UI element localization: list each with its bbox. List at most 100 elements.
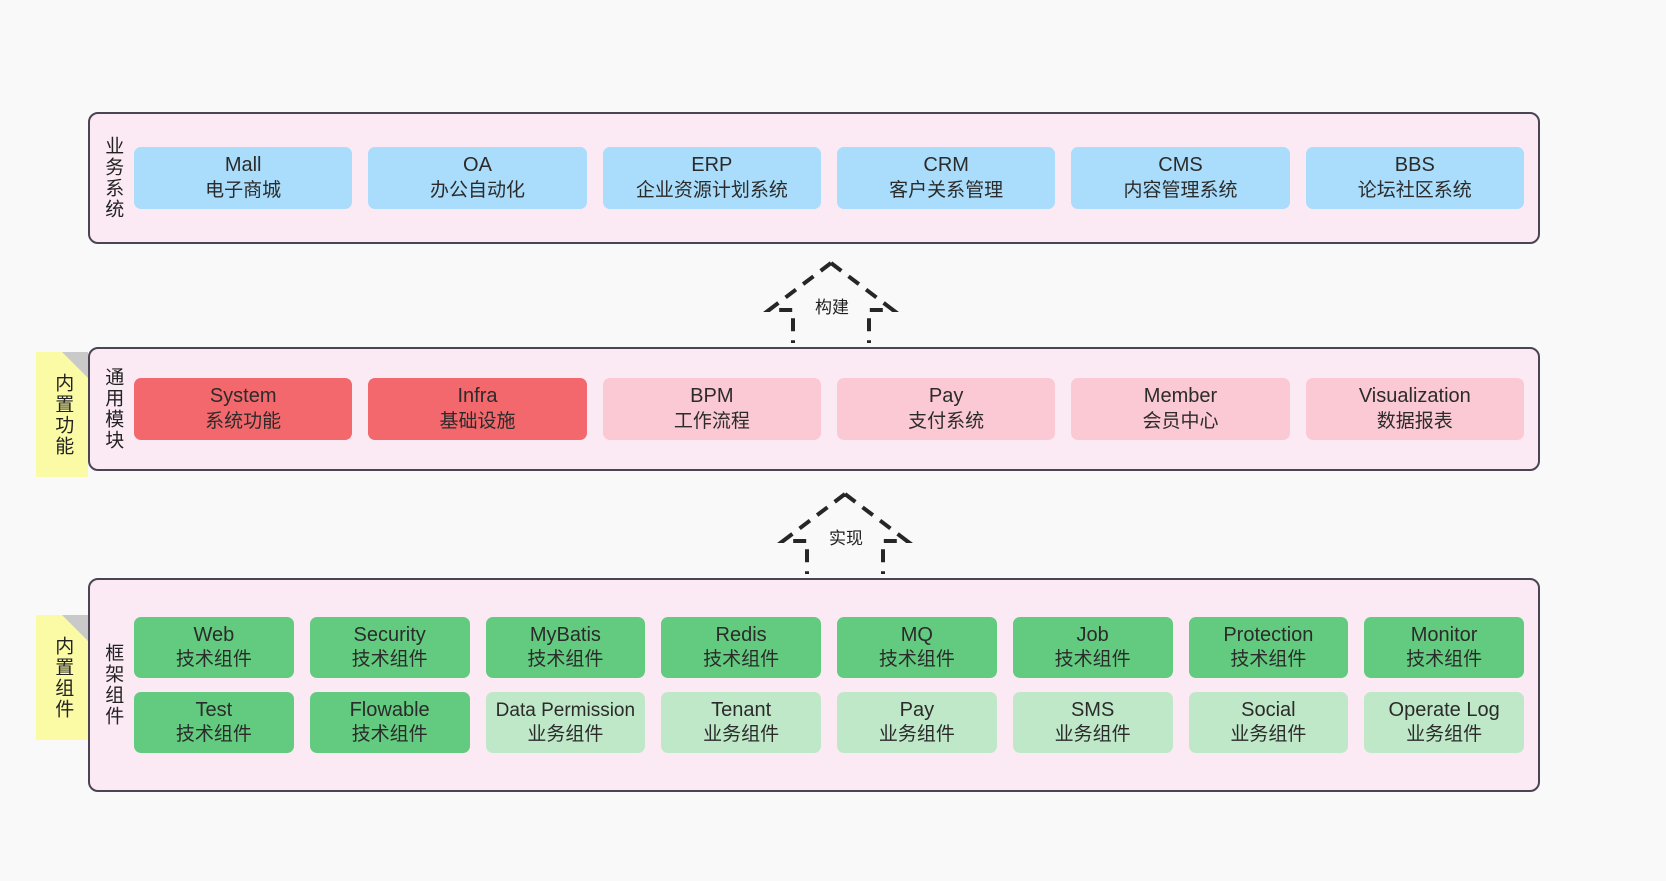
card-title: Flowable [349, 699, 430, 721]
card-subtitle: 业务组件 [1054, 724, 1131, 746]
card-tenant[interactable]: Tenant 业务组件 [661, 692, 821, 754]
arrow-build-label: 构建 [812, 293, 852, 318]
card-member[interactable]: Member 会员中心 [1071, 378, 1290, 440]
card-system[interactable]: System 系统功能 [134, 378, 353, 440]
card-monitor[interactable]: Monitor 技术组件 [1364, 616, 1524, 678]
card-title: ERP [691, 154, 733, 177]
card-test[interactable]: Test 技术组件 [134, 692, 294, 754]
card-row: System 系统功能 Infra 基础设施 BPM 工作流程 Pay 支付系统… [134, 378, 1524, 440]
card-subtitle: 数据报表 [1376, 410, 1453, 432]
card-title: CMS [1158, 154, 1203, 177]
card-subtitle: 技术组件 [175, 724, 252, 746]
card-title: System [209, 385, 277, 408]
card-title: Pay [928, 385, 964, 408]
card-mq[interactable]: MQ 技术组件 [837, 616, 997, 678]
arrow-implement-shape [777, 492, 913, 574]
card-subtitle: 技术组件 [878, 649, 955, 671]
card-mybatis[interactable]: MyBatis 技术组件 [485, 616, 646, 678]
card-subtitle: 技术组件 [1054, 649, 1131, 671]
card-subtitle: 技术组件 [1406, 649, 1483, 671]
layer-body-common: System 系统功能 Infra 基础设施 BPM 工作流程 Pay 支付系统… [134, 349, 1538, 469]
card-title: Infra [457, 385, 498, 408]
card-sms[interactable]: SMS 业务组件 [1012, 692, 1173, 754]
generalization-arrow-implement [770, 488, 920, 578]
card-subtitle: 技术组件 [175, 649, 252, 671]
card-operate-log[interactable]: Operate Log 业务组件 [1364, 692, 1524, 754]
card-title: BBS [1394, 154, 1435, 177]
card-bbs[interactable]: BBS 论坛社区系统 [1305, 147, 1524, 209]
layer-common-modules: 通用模块 System 系统功能 Infra 基础设施 BPM 工作流程 Pay… [88, 347, 1540, 471]
card-title: Data Permission [495, 699, 636, 721]
card-title: Test [195, 699, 233, 721]
card-subtitle: 技术组件 [1230, 649, 1307, 671]
card-cms[interactable]: CMS 内容管理系统 [1071, 147, 1290, 209]
card-title: Security [353, 623, 426, 646]
layer-framework-components: 框架组件 Web 技术组件 Security 技术组件 MyBatis 技术组件… [88, 578, 1540, 792]
card-subtitle: 工作流程 [673, 410, 750, 432]
card-subtitle: 技术组件 [351, 649, 428, 671]
card-subtitle: 会员中心 [1142, 410, 1219, 432]
card-subtitle: 内容管理系统 [1123, 179, 1238, 201]
card-subtitle: 技术组件 [703, 649, 780, 671]
layer-title-business: 业务系统 [102, 136, 124, 220]
arrow-build-shape [763, 261, 899, 343]
card-title: MyBatis [529, 623, 601, 646]
card-flowable[interactable]: Flowable 技术组件 [309, 692, 470, 754]
card-row: Web 技术组件 Security 技术组件 MyBatis 技术组件 Redi… [134, 616, 1524, 678]
card-title: CRM [923, 154, 969, 177]
sticky-note-builtin-features: 内置功能 [36, 352, 88, 477]
card-title: Job [1076, 623, 1109, 646]
card-title: SMS [1070, 699, 1115, 721]
card-protection[interactable]: Protection 技术组件 [1188, 616, 1349, 678]
card-pay-business[interactable]: Pay 业务组件 [837, 692, 997, 754]
card-title: MQ [900, 623, 933, 646]
generalization-arrow-build [756, 257, 906, 347]
card-social[interactable]: Social 业务组件 [1188, 692, 1349, 754]
card-subtitle: 技术组件 [527, 649, 604, 671]
sticky-note-text: 内置组件 [52, 635, 74, 720]
layer-body-framework: Web 技术组件 Security 技术组件 MyBatis 技术组件 Redi… [134, 580, 1538, 790]
card-subtitle: 论坛社区系统 [1357, 179, 1472, 201]
card-oa[interactable]: OA 办公自动化 [368, 147, 587, 209]
card-subtitle: 技术组件 [351, 724, 428, 746]
card-subtitle: 电子商城 [205, 179, 282, 201]
card-redis[interactable]: Redis 技术组件 [661, 616, 821, 678]
card-bpm[interactable]: BPM 工作流程 [602, 378, 821, 440]
card-title: Mall [224, 154, 262, 177]
sticky-note-builtin-components: 内置组件 [36, 615, 88, 740]
card-data-permission[interactable]: Data Permission 业务组件 [485, 692, 646, 754]
card-title: Operate Log [1388, 699, 1500, 721]
card-subtitle: 业务组件 [527, 723, 604, 745]
card-title: Web [193, 623, 235, 646]
card-crm[interactable]: CRM 客户关系管理 [836, 147, 1056, 209]
card-mall[interactable]: Mall 电子商城 [134, 147, 353, 209]
card-title: Member [1143, 385, 1218, 408]
card-erp[interactable]: ERP 企业资源计划系统 [602, 147, 821, 209]
card-title: OA [463, 154, 492, 177]
layer-business-systems: 业务系统 Mall 电子商城 OA 办公自动化 ERP 企业资源计划系统 CRM… [88, 112, 1540, 244]
card-title: BPM [690, 385, 734, 408]
layer-body-business: Mall 电子商城 OA 办公自动化 ERP 企业资源计划系统 CRM 客户关系… [134, 114, 1538, 242]
card-security[interactable]: Security 技术组件 [309, 616, 470, 678]
card-subtitle: 业务组件 [703, 724, 780, 746]
card-subtitle: 办公自动化 [429, 179, 525, 201]
card-title: Pay [899, 699, 935, 721]
card-title: Redis [715, 623, 767, 646]
card-visualization[interactable]: Visualization 数据报表 [1305, 378, 1524, 440]
card-subtitle: 业务组件 [1230, 724, 1307, 746]
card-title: Visualization [1358, 385, 1471, 408]
card-infra[interactable]: Infra 基础设施 [368, 378, 587, 440]
card-title: Protection [1223, 623, 1314, 646]
sticky-note-text: 内置功能 [52, 372, 74, 457]
card-subtitle: 业务组件 [878, 724, 955, 746]
card-subtitle: 客户关系管理 [889, 179, 1004, 201]
card-pay[interactable]: Pay 支付系统 [836, 378, 1056, 440]
card-web[interactable]: Web 技术组件 [134, 616, 294, 678]
card-row: Mall 电子商城 OA 办公自动化 ERP 企业资源计划系统 CRM 客户关系… [134, 147, 1524, 209]
card-job[interactable]: Job 技术组件 [1012, 616, 1173, 678]
card-title: Tenant [711, 699, 772, 721]
layer-title-common: 通用模块 [102, 367, 124, 451]
arrow-implement-label: 实现 [826, 524, 866, 549]
card-subtitle: 系统功能 [205, 410, 282, 432]
